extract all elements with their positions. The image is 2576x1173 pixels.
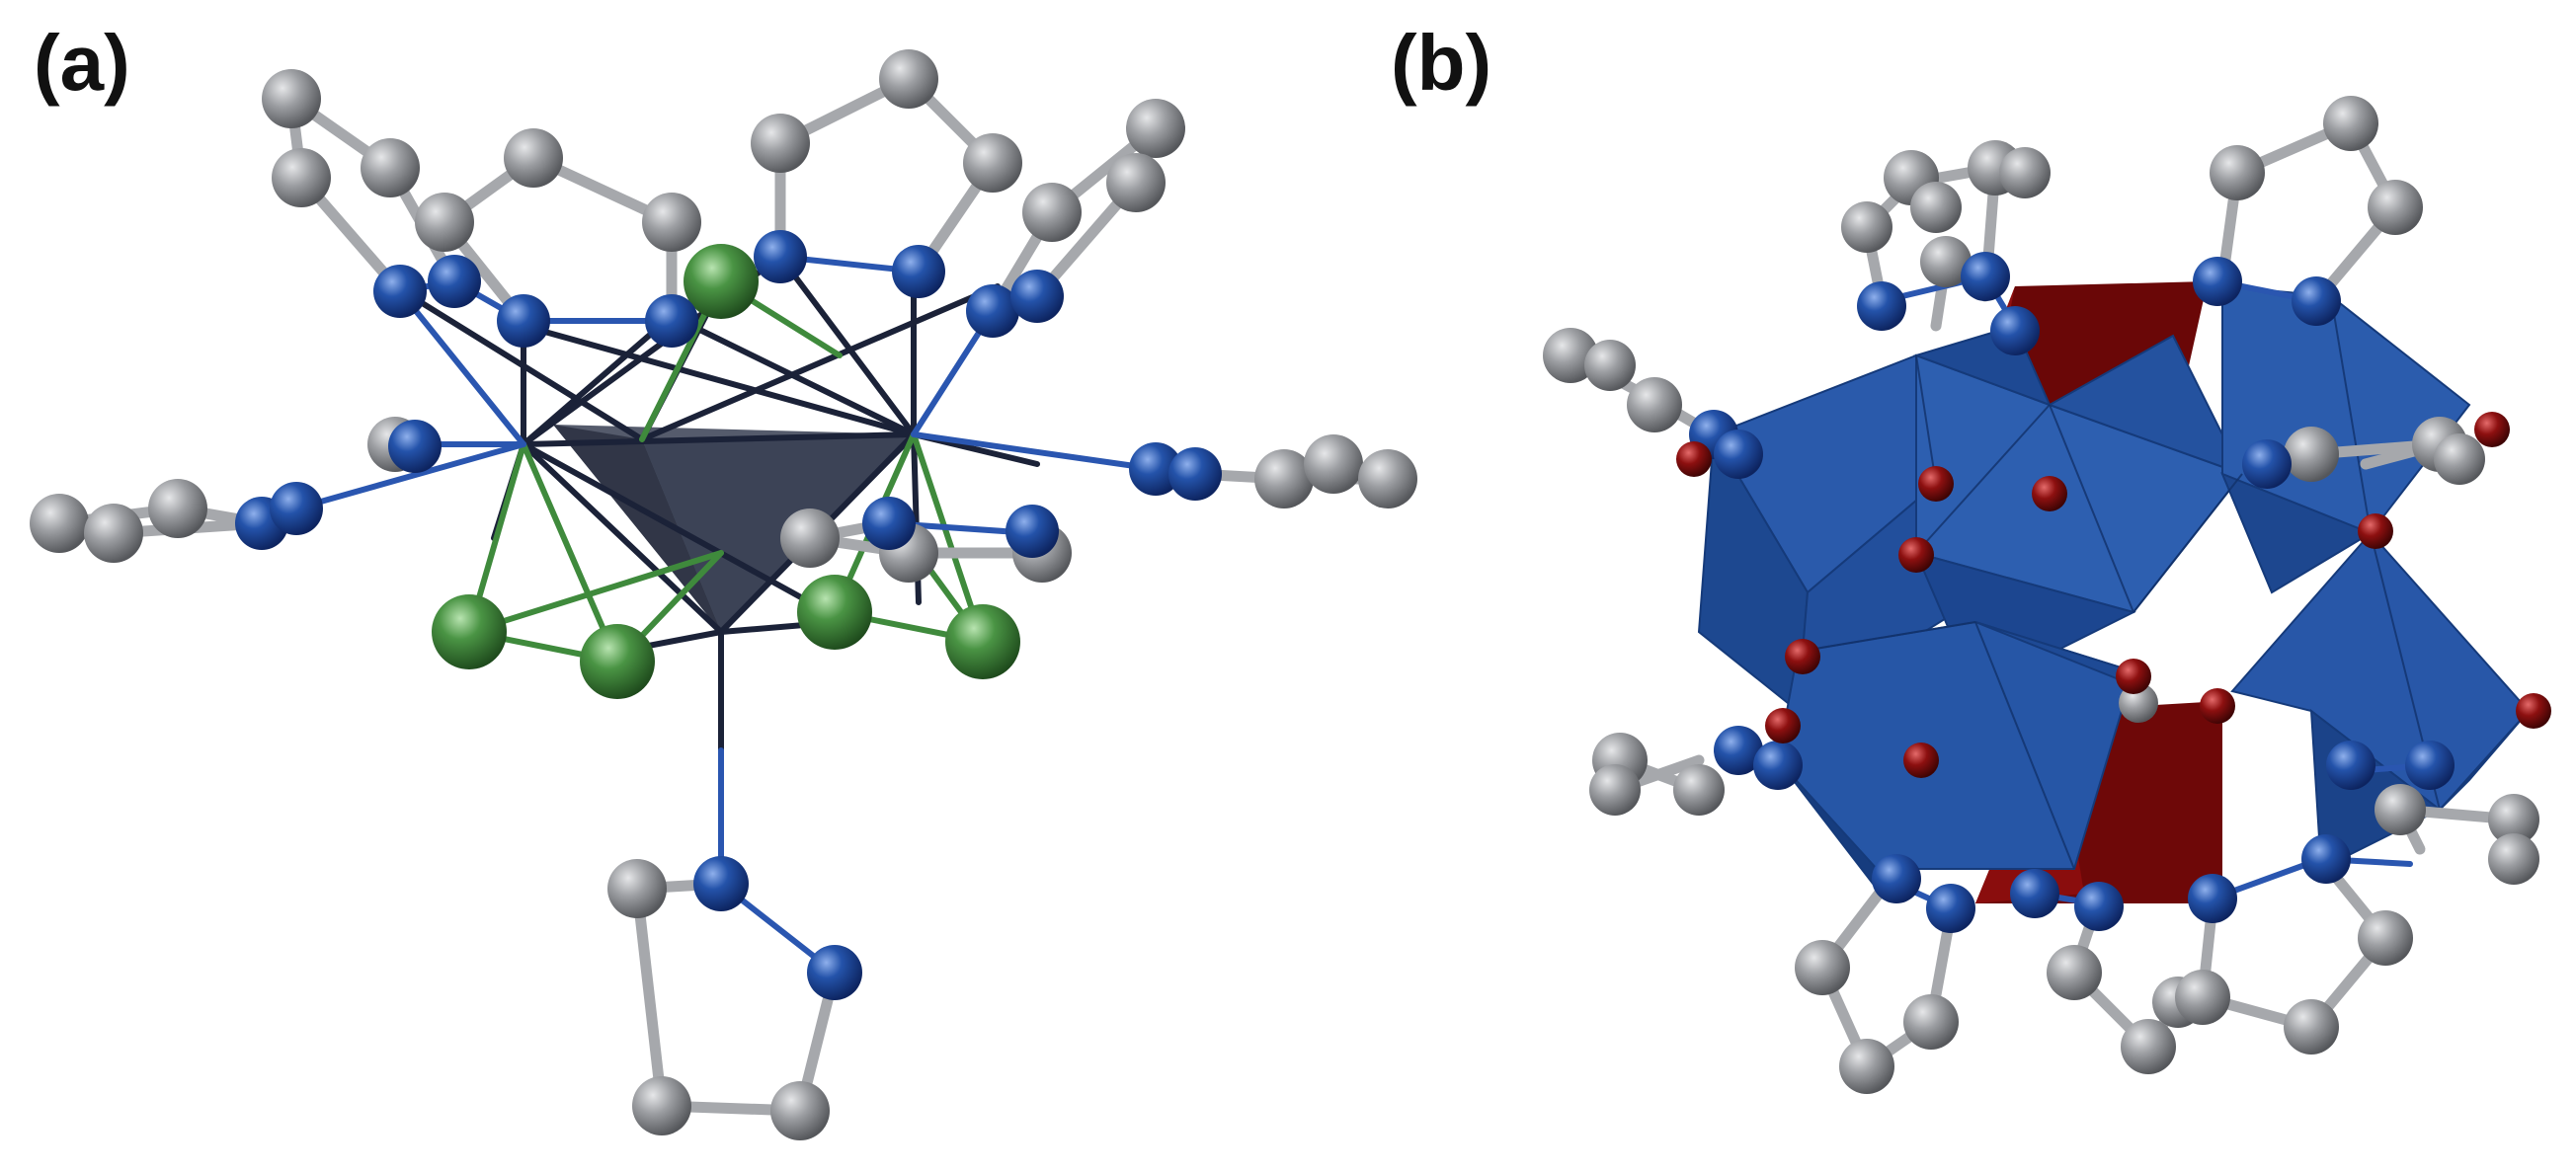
panel-label-a: (a): [34, 19, 130, 107]
nitrogen-atoms-a: [235, 230, 1222, 1000]
carbon-atoms-b: [1543, 96, 2539, 1094]
chlorine-atoms-a: [432, 244, 1020, 699]
panel-a-structure: [30, 49, 1417, 1140]
panel-b-structure: [1543, 96, 2551, 1094]
nitrogen-atoms-b: [1689, 252, 2455, 933]
panel-label-b: (b): [1391, 19, 1492, 107]
oxygen-atoms-b: [1676, 412, 2551, 778]
blue-polyhedra: [1697, 284, 2531, 892]
metal-tetrahedron: [553, 425, 919, 632]
